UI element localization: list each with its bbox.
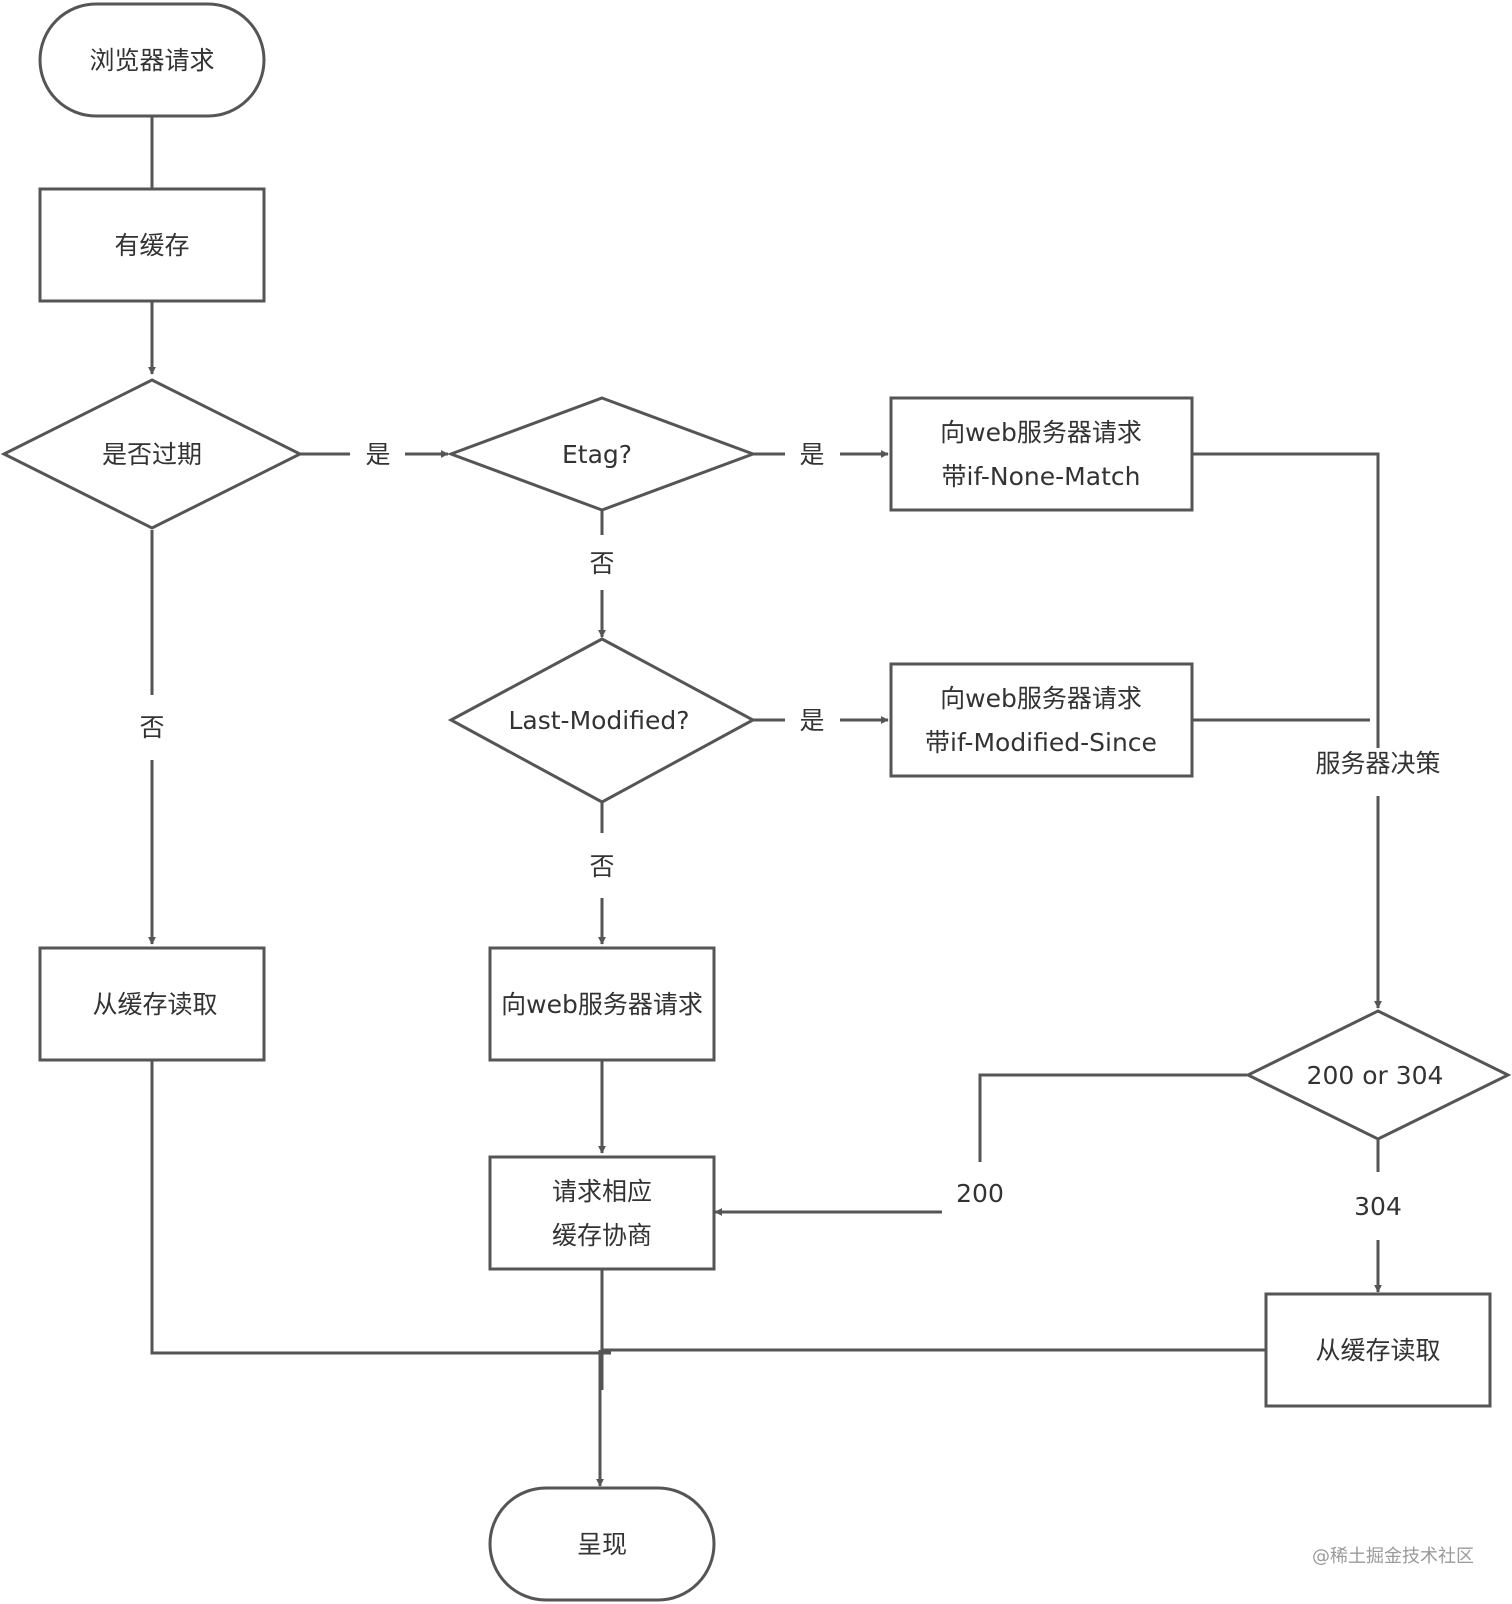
- read-cache-left-label: 从缓存读取: [92, 990, 217, 1019]
- node-etag: Etag?: [446, 396, 758, 512]
- node-read-cache-left: 从缓存读取: [38, 946, 266, 1062]
- req-mod-since-line2: 带if-Modified-Since: [925, 728, 1157, 757]
- read-cache-right-label: 从缓存读取: [1315, 1336, 1440, 1365]
- read-cache-left-box: [38, 946, 266, 1062]
- expired-label: 是否过期: [102, 440, 202, 469]
- connectors: [148, 117, 1382, 1487]
- expired-diamond: [0, 378, 304, 530]
- node-status-decision: 200 or 304: [1244, 1009, 1512, 1141]
- status-304-label: 304: [1354, 1192, 1402, 1221]
- req-none-match-line1: 向web服务器请求: [940, 418, 1142, 447]
- status-200-label: 200: [956, 1179, 1004, 1208]
- node-req-none-match: 向web服务器请求 带if-None-Match: [889, 396, 1194, 512]
- render-terminal: [488, 1486, 716, 1602]
- negotiate-line2: 缓存协商: [552, 1221, 652, 1250]
- etag-no-label: 否: [589, 549, 614, 578]
- req-server-box: [488, 946, 716, 1062]
- expired-no-label: 否: [139, 713, 164, 742]
- has-cache-box: [38, 187, 266, 303]
- edge-left-read-to-render: [150, 1060, 611, 1355]
- req-none-match-line2: 带if-None-Match: [942, 462, 1141, 491]
- has-cache-label: 有缓存: [114, 231, 189, 260]
- etag-diamond: [446, 396, 758, 512]
- read-cache-right-box: [1264, 1292, 1492, 1408]
- req-none-match-box: [889, 396, 1194, 512]
- expired-yes-label: 是: [365, 440, 390, 469]
- node-last-modified: Last-Modified?: [447, 637, 757, 804]
- node-negotiate: 请求相应 缓存协商: [488, 1155, 716, 1271]
- server-decision-label: 服务器决策: [1315, 749, 1440, 778]
- req-mod-since-line1: 向web服务器请求: [940, 684, 1142, 713]
- status-decision-label: 200 or 304: [1307, 1061, 1444, 1090]
- last-modified-label: Last-Modified?: [508, 706, 689, 735]
- node-req-mod-since: 向web服务器请求 带if-Modified-Since: [889, 662, 1194, 778]
- etag-yes-label: 是: [799, 440, 824, 469]
- etag-label: Etag?: [562, 440, 632, 469]
- node-render: 呈现: [488, 1486, 716, 1602]
- start-terminal: [38, 2, 266, 118]
- req-server-label: 向web服务器请求: [501, 990, 703, 1019]
- negotiate-box: [488, 1155, 716, 1271]
- node-start: 浏览器请求: [38, 2, 266, 118]
- edge-none-match-to-decision: [1193, 452, 1380, 748]
- node-req-server: 向web服务器请求: [488, 946, 716, 1062]
- negotiate-line1: 请求相应: [552, 1177, 652, 1206]
- req-mod-since-box: [889, 662, 1194, 778]
- lm-no-label: 否: [589, 852, 614, 881]
- last-modified-diamond: [447, 637, 757, 804]
- node-expired: 是否过期: [0, 378, 304, 530]
- node-has-cache: 有缓存: [38, 187, 266, 303]
- edge-labels: 是 否 是 否 是 否 服务器决策 200 304: [139, 440, 1440, 1221]
- status-decision-diamond: [1244, 1009, 1512, 1141]
- watermark: @稀土掘金技术社区: [1312, 1546, 1474, 1567]
- edge-status-200-a: [978, 1073, 1247, 1162]
- render-label: 呈现: [577, 1530, 627, 1559]
- lm-yes-label: 是: [799, 706, 824, 735]
- start-label: 浏览器请求: [89, 46, 214, 75]
- node-read-cache-right: 从缓存读取: [1264, 1292, 1492, 1408]
